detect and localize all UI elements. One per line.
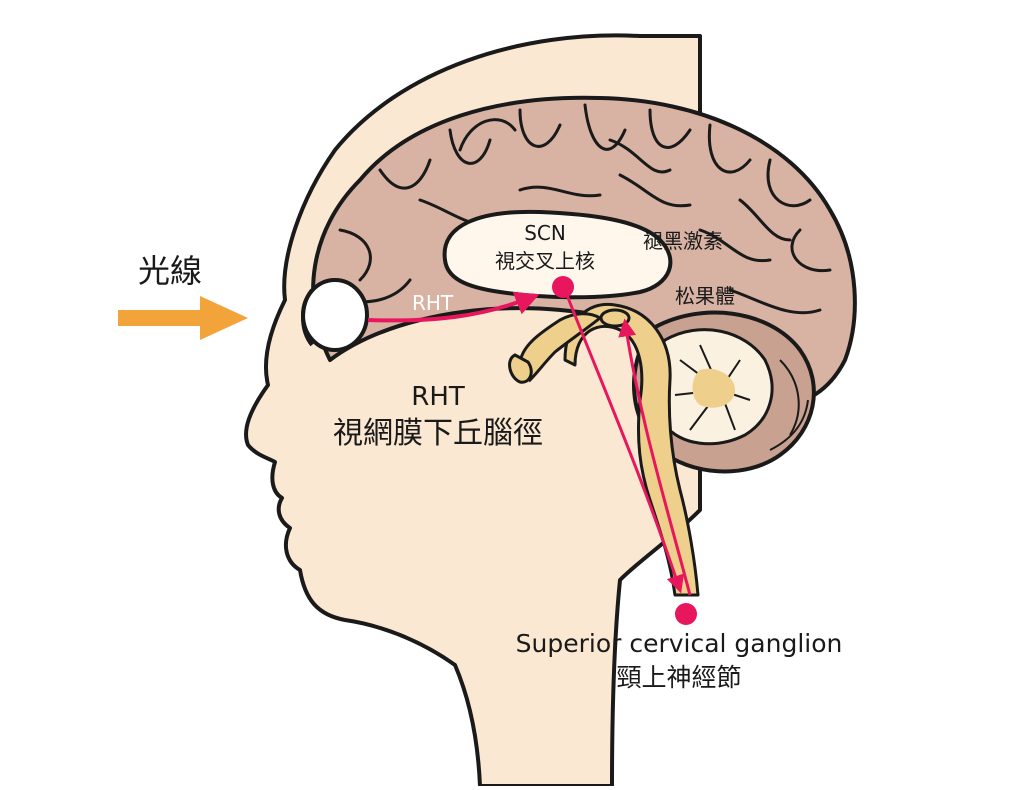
rht-label: RHT: [411, 382, 465, 412]
scg-to-pineal-pathway: [618, 318, 692, 596]
scg-label: Superior cervical ganglion: [516, 629, 843, 658]
eye-icon: [301, 278, 369, 352]
cerebellum: [632, 310, 816, 474]
arrow-right-icon: [118, 296, 248, 340]
brainstem: [563, 302, 700, 597]
scg-zh-label: 頸上神經節: [616, 663, 741, 692]
light-label: 光線: [138, 252, 202, 290]
scg-node: [675, 603, 697, 625]
inner-region: [442, 209, 673, 300]
scn-zh-label: 視交叉上核: [495, 249, 595, 273]
rht-pathway: [367, 291, 540, 323]
brain-gyri: [338, 103, 832, 315]
rht-arrow-label: RHT: [412, 291, 454, 315]
pineal-label: 松果體: [675, 284, 735, 308]
rht-zh-label: 視網膜下丘腦徑: [333, 416, 543, 451]
scn-label: SCN: [524, 221, 566, 245]
melatonin-label: 褪黑激素: [643, 229, 723, 253]
pituitary: [508, 353, 533, 384]
scn-node: [552, 276, 574, 298]
scn-to-scg-pathway: [563, 289, 684, 594]
